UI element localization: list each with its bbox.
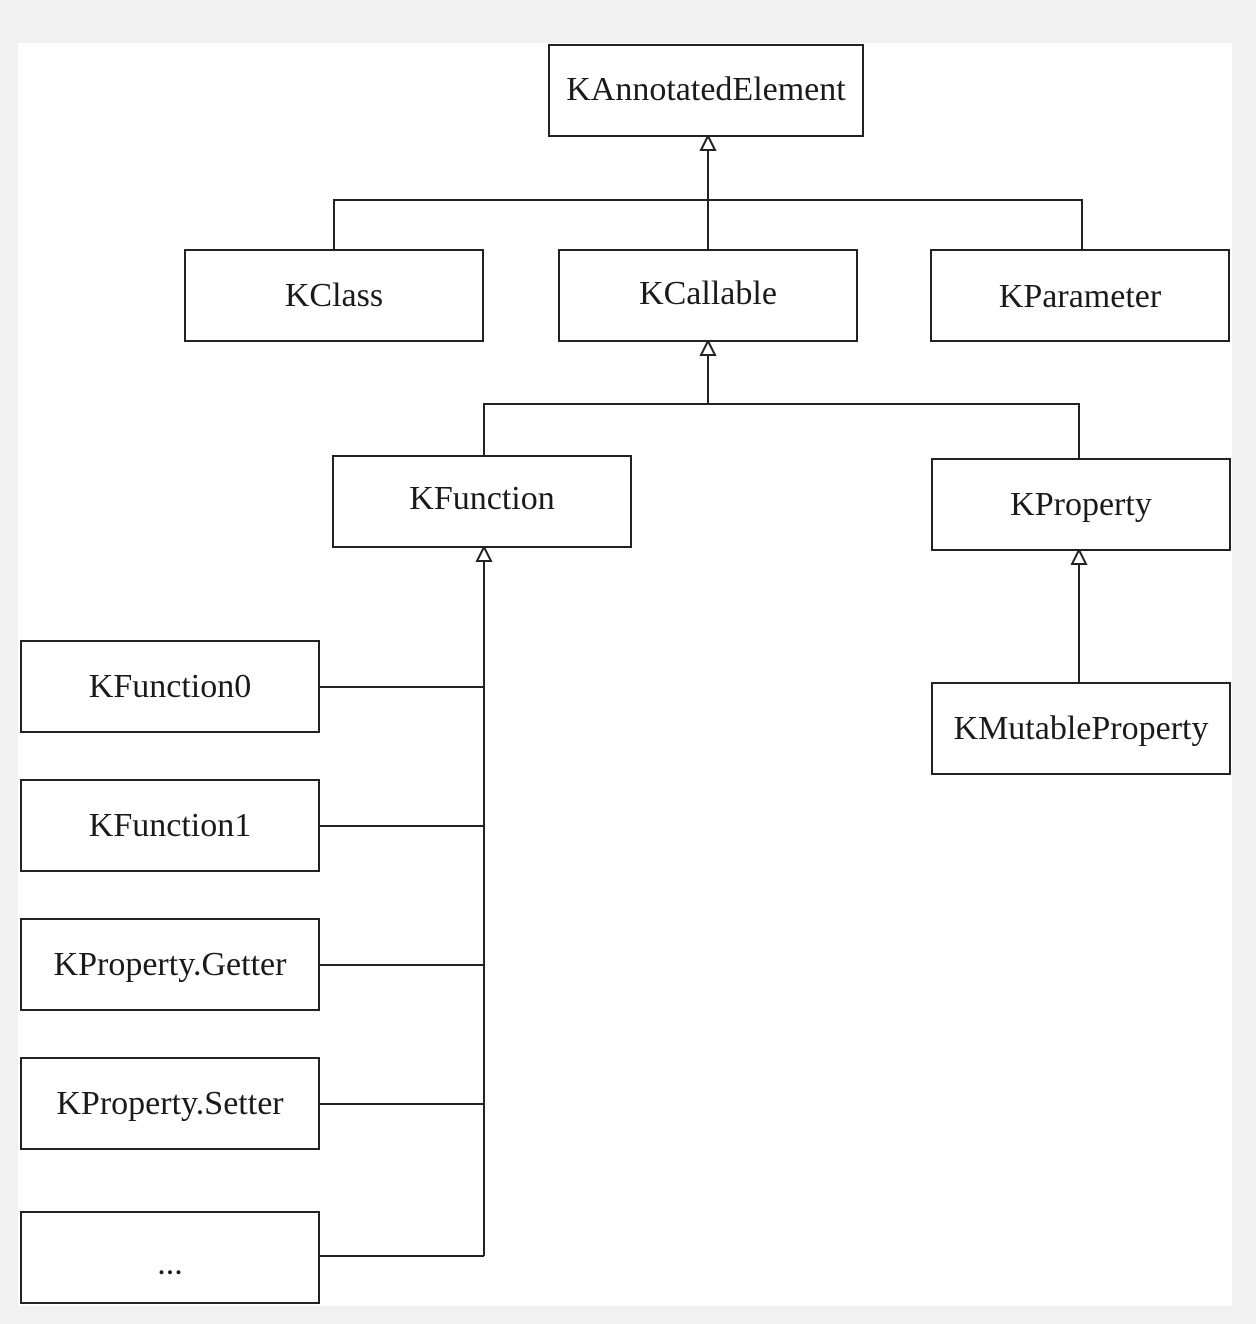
class-label: KFunction0 (89, 668, 251, 705)
class-label: KProperty.Setter (56, 1085, 284, 1122)
connectors (319, 133, 1088, 1257)
class-label: KFunction (409, 480, 554, 517)
inheritance-arrow-kfunction (475, 544, 493, 562)
class-box-frame (931, 682, 1231, 775)
inheritance-arrow-kproperty (1070, 547, 1088, 565)
connector-bus-kannotatedelement (333, 199, 1083, 250)
class-box-kclass: KClass (184, 249, 484, 342)
class-box-frame (931, 458, 1231, 551)
class-box-kmutableproperty: KMutableProperty (931, 682, 1231, 775)
class-box-kproperty-getter: KProperty.Getter (20, 918, 320, 1011)
connector-bus-kcallable (483, 403, 1080, 459)
class-label: KMutableProperty (954, 710, 1209, 747)
class-box-frame (184, 249, 484, 342)
class-box-kparameter: KParameter (930, 249, 1230, 342)
class-box-frame (20, 1211, 320, 1304)
class-label: ... (157, 1245, 183, 1282)
class-box-kfunction: KFunction (332, 455, 632, 548)
class-label: KAnnotatedElement (566, 71, 846, 108)
class-label: KFunction1 (89, 807, 251, 844)
inheritance-arrow-kcallable (699, 338, 717, 356)
class-label: KClass (285, 277, 383, 314)
class-label: KCallable (639, 275, 777, 312)
inheritance-arrow-kannotatedelement (699, 133, 717, 151)
class-box-kproperty-setter: KProperty.Setter (20, 1057, 320, 1150)
class-box-kannotatedelement: KAnnotatedElement (548, 44, 864, 137)
class-label: KProperty.Getter (54, 946, 288, 983)
class-box-frame (558, 249, 858, 342)
class-box-frame (20, 640, 320, 733)
class-box-kfunction1: KFunction1 (20, 779, 320, 872)
class-box-frame (20, 918, 320, 1011)
class-box-ellipsis: ... (20, 1211, 320, 1304)
class-box-frame (548, 44, 864, 137)
class-label: KParameter (999, 278, 1162, 315)
class-box-frame (20, 779, 320, 872)
class-box-frame (332, 455, 632, 548)
class-label: KProperty (1010, 486, 1152, 523)
class-box-kproperty: KProperty (931, 458, 1231, 551)
class-box-kcallable: KCallable (558, 249, 858, 342)
class-box-kfunction0: KFunction0 (20, 640, 320, 733)
class-box-frame (930, 249, 1230, 342)
class-box-frame (20, 1057, 320, 1150)
